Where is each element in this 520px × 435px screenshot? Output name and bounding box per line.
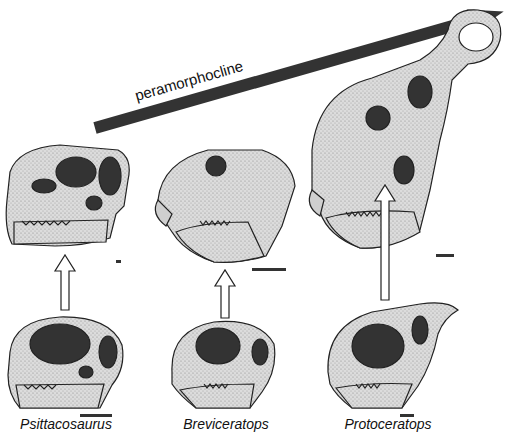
taxon-name: Breviceratops [183, 416, 269, 432]
adult-skull [6, 145, 129, 263]
juvenile-skull [8, 317, 123, 417]
growth-arrow [215, 270, 235, 318]
adult-skull [155, 150, 295, 271]
juvenile-skull [328, 303, 458, 417]
growth-arrow [55, 255, 75, 310]
taxon-name-box: Breviceratops [183, 416, 269, 432]
taxon-name: Psittacosaurus [20, 416, 112, 432]
adult-skull [309, 10, 500, 257]
taxon-name: Protoceratops [344, 416, 431, 432]
taxon-name-box: Protoceratops [344, 416, 431, 432]
taxon-name-box: Psittacosaurus [20, 416, 112, 432]
growth-arrow [375, 185, 395, 300]
juvenile-skull [172, 321, 275, 408]
